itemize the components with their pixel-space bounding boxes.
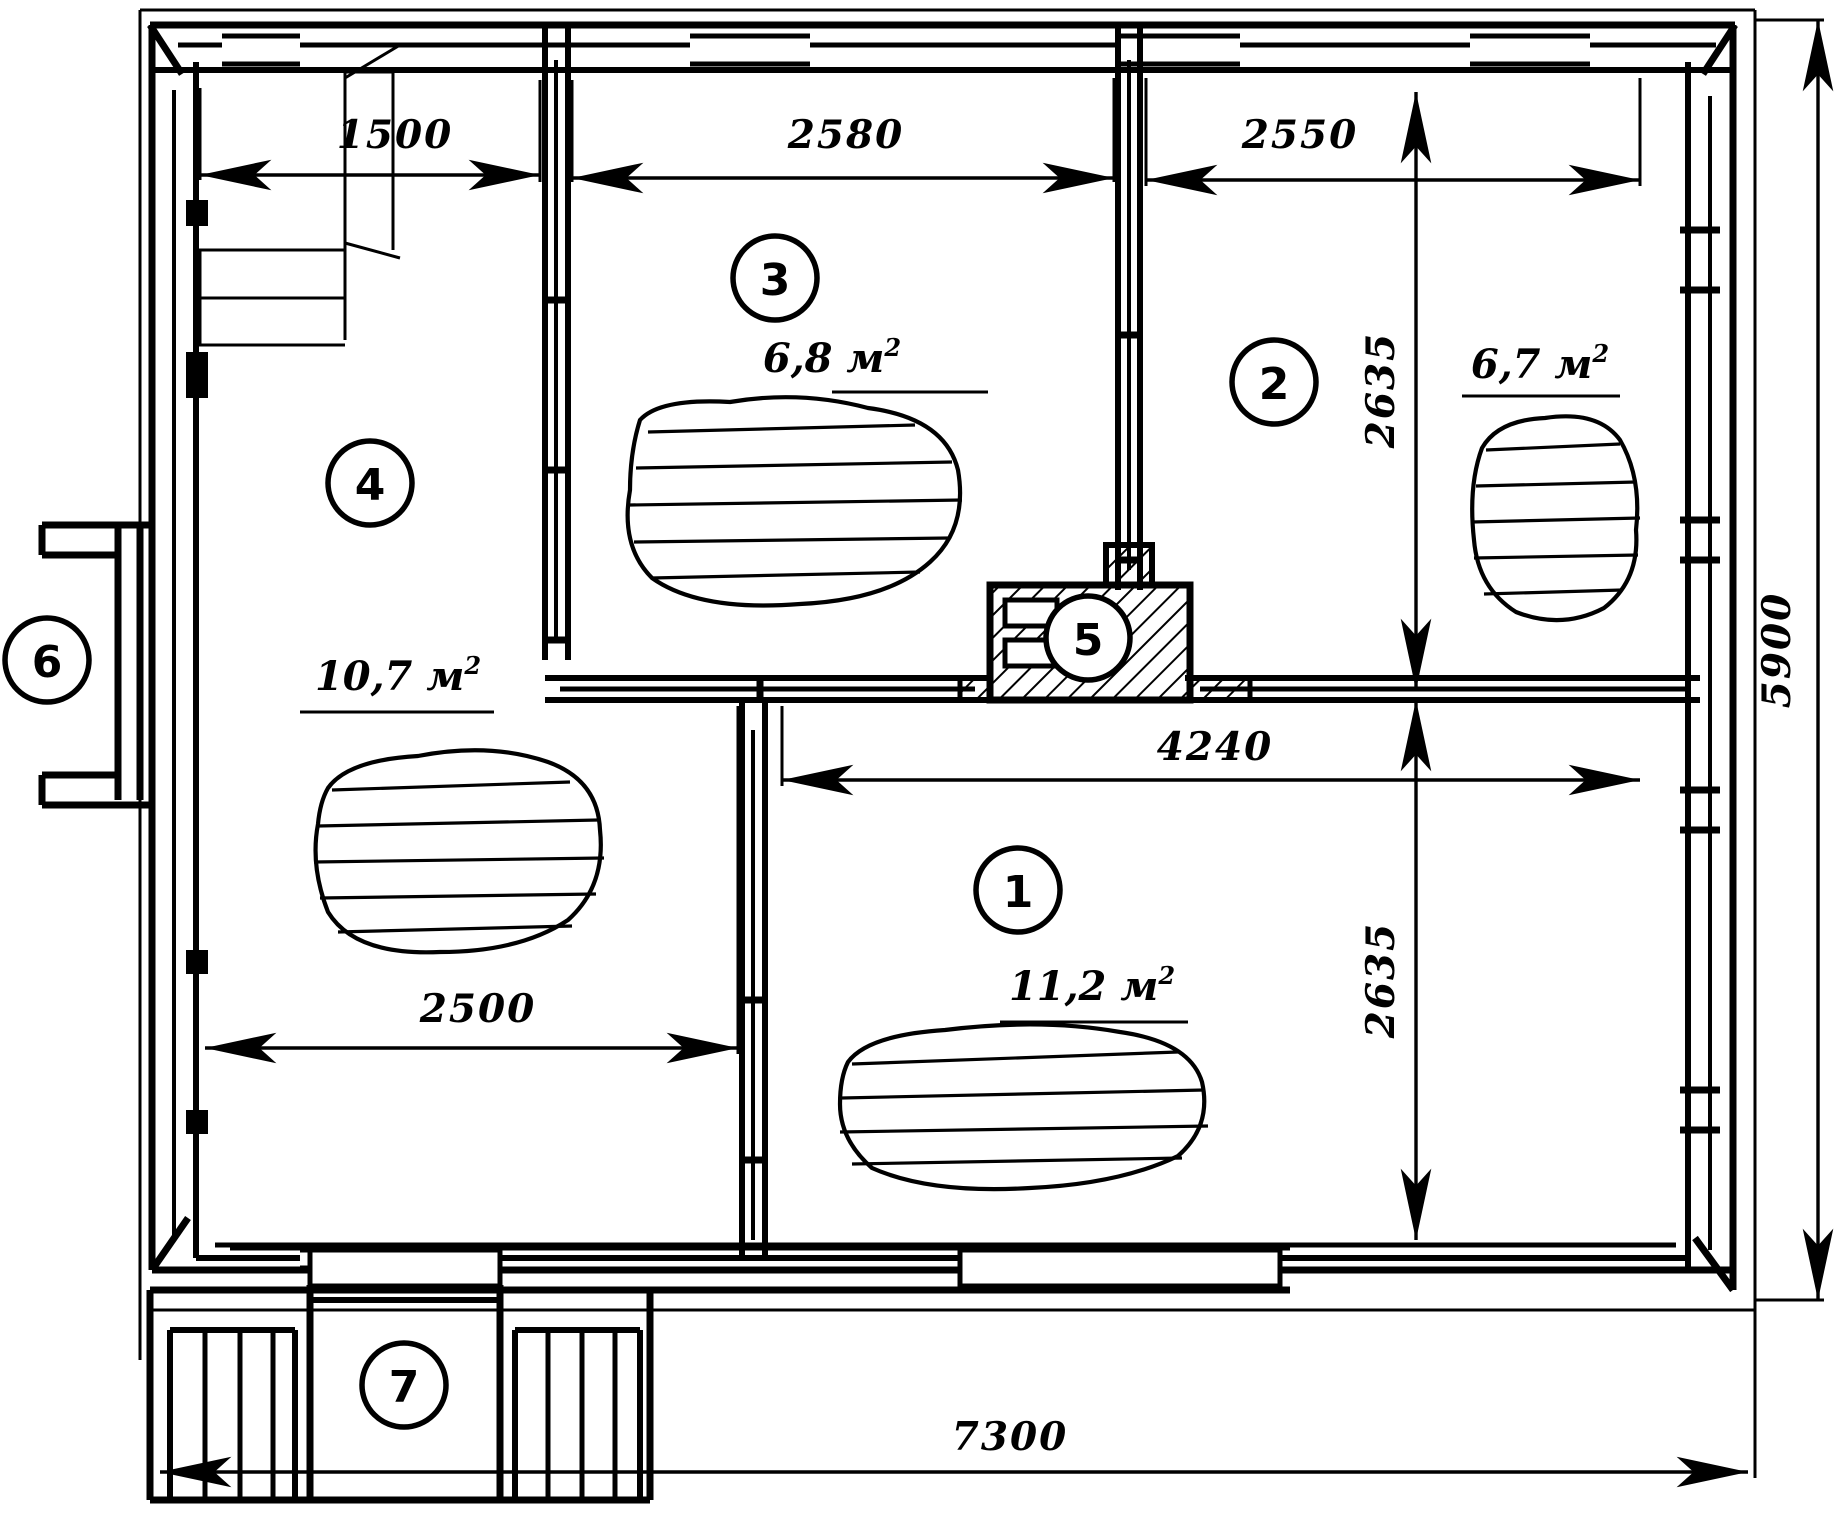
dimension-2580: 2580 xyxy=(570,78,1116,194)
room-marker-3[interactable]: 3 xyxy=(730,233,820,323)
outer-dimension-frame xyxy=(138,8,1757,1360)
svg-text:10,7 м2: 10,7 м2 xyxy=(315,651,481,700)
left-wall-jambs xyxy=(186,200,208,1134)
entry-marker-6-label: 6 xyxy=(32,637,63,688)
area-label-room-3: 6,8 м2 xyxy=(763,333,988,394)
furniture-blob-room-3 xyxy=(625,395,963,608)
dimension-2500: 2500 xyxy=(205,706,740,1064)
entry-marker-6[interactable]: 6 xyxy=(2,615,92,705)
stove-marker-5[interactable]: 5 xyxy=(1043,593,1133,683)
area-unit-room-1: м xyxy=(1120,963,1158,1010)
area-value-room-2: 6,7 xyxy=(1471,341,1541,388)
room-marker-2-label: 2 xyxy=(1259,359,1290,410)
area-label-room-4: 10,7 м2 xyxy=(300,651,494,714)
entry-vestibule xyxy=(38,521,152,809)
dimension-label-2580: 2580 xyxy=(787,112,905,158)
svg-text:6,8 м2: 6,8 м2 xyxy=(763,333,901,382)
dimension-label-7300: 7300 xyxy=(952,1414,1069,1460)
room-marker-1-label: 1 xyxy=(1003,867,1034,918)
dimension-label-2550: 2550 xyxy=(1241,112,1359,158)
stairs xyxy=(196,43,401,347)
dimension-1500: 1500 xyxy=(198,80,542,191)
room-marker-4[interactable]: 4 xyxy=(325,438,415,528)
stove-marker-5-label: 5 xyxy=(1073,615,1104,666)
room-marker-3-label: 3 xyxy=(760,255,791,306)
dimension-label-4240: 4240 xyxy=(1157,724,1274,770)
dimension-label-2635-lower: 2635 xyxy=(1358,922,1404,1040)
porch xyxy=(146,1243,1290,1504)
area-exp-room-3: 2 xyxy=(883,333,901,362)
porch-marker-7[interactable]: 7 xyxy=(359,1340,449,1430)
dimension-label-1500: 1500 xyxy=(337,112,454,158)
dimension-label-2635-upper: 2635 xyxy=(1358,332,1404,450)
area-unit-room-4: м xyxy=(426,653,464,700)
svg-text:6,7 м2: 6,7 м2 xyxy=(1471,339,1609,388)
building-outer-wall xyxy=(147,21,1738,1293)
area-value-room-1: 11,2 xyxy=(1009,963,1106,1010)
area-value-room-3: 6,8 xyxy=(763,335,833,382)
area-exp-room-2: 2 xyxy=(1591,339,1609,368)
svg-text:11,2 м2: 11,2 м2 xyxy=(1009,961,1175,1010)
internal-partitions xyxy=(542,28,1700,1258)
area-value-room-4: 10,7 xyxy=(315,653,413,700)
dimension-2635-upper: 2635 xyxy=(1358,92,1432,690)
dimension-2550: 2550 xyxy=(1144,78,1642,196)
area-unit-room-3: м xyxy=(846,335,884,382)
room-marker-1[interactable]: 1 xyxy=(973,845,1063,935)
area-label-room-1: 11,2 м2 xyxy=(1000,961,1188,1024)
dimension-5900: 5900 xyxy=(1754,18,1834,1302)
area-exp-room-1: 2 xyxy=(1157,961,1175,990)
dimension-4240: 4240 xyxy=(780,706,1640,796)
room-marker-4-label: 4 xyxy=(355,460,386,511)
furniture-blob-room-1 xyxy=(837,1022,1209,1192)
area-exp-room-4: 2 xyxy=(463,651,481,680)
top-wall-openings xyxy=(222,32,1590,67)
area-unit-room-2: м xyxy=(1554,341,1592,388)
dimension-7300: 7300 xyxy=(160,1310,1757,1488)
porch-marker-7-label: 7 xyxy=(389,1362,420,1413)
furniture-blob-room-2 xyxy=(1470,414,1641,623)
dimension-label-2500: 2500 xyxy=(419,986,537,1032)
room-marker-2[interactable]: 2 xyxy=(1229,337,1319,427)
furniture-blob-room-4 xyxy=(313,748,605,955)
area-label-room-2: 6,7 м2 xyxy=(1462,339,1620,398)
dimension-label-5900: 5900 xyxy=(1754,592,1800,709)
